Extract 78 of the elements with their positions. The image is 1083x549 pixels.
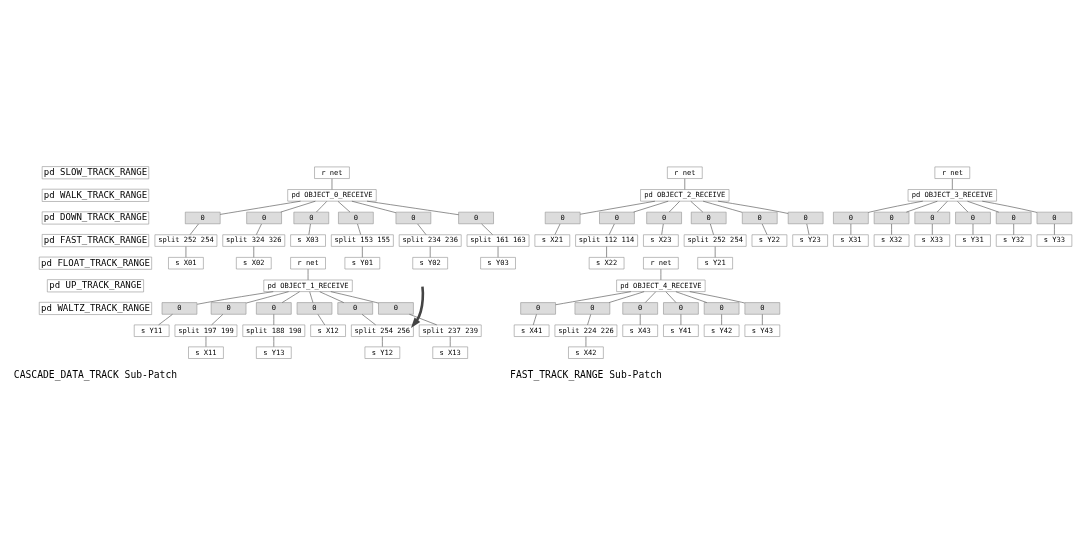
node-box: pd UP_TRACK_RANGE	[47, 279, 144, 293]
connector	[684, 178, 686, 190]
connector	[245, 291, 289, 304]
connector	[273, 314, 275, 326]
connector	[281, 291, 300, 303]
connector	[761, 223, 768, 235]
connector	[931, 223, 933, 235]
connector	[158, 314, 173, 326]
connector	[639, 314, 641, 326]
connector	[806, 223, 810, 235]
connector	[481, 223, 493, 235]
connector	[409, 313, 438, 326]
connector	[981, 200, 1038, 213]
connector	[891, 223, 892, 235]
connector	[710, 223, 714, 235]
connector	[362, 246, 363, 258]
connector	[211, 314, 224, 326]
connector	[532, 314, 537, 326]
connector	[308, 223, 311, 235]
connector	[1054, 223, 1055, 235]
connector	[762, 314, 763, 326]
connector	[608, 223, 615, 235]
connector	[587, 314, 592, 326]
connector	[316, 201, 328, 213]
connector	[189, 223, 199, 235]
connector	[850, 223, 852, 235]
node-box: pd WALTZ_TRACK_RANGE	[38, 301, 152, 315]
connector	[690, 201, 704, 213]
label: CASCADE_DATA_TRACK Sub-Patch	[13, 368, 178, 380]
node-box: pd FLOAT_TRACK_RANGE	[38, 256, 152, 270]
connector	[280, 200, 316, 213]
connector	[645, 291, 656, 303]
connector	[668, 201, 680, 213]
connector	[868, 200, 924, 213]
connector	[717, 200, 789, 214]
connector	[417, 223, 427, 235]
connector	[309, 291, 314, 303]
node-box: pd SLOW_TRACK_RANGE	[41, 166, 150, 180]
connector	[337, 201, 351, 213]
connector	[967, 200, 1000, 213]
connector	[702, 200, 743, 213]
connector	[585, 336, 587, 347]
connector	[1013, 223, 1015, 235]
label: FAST_TRACK_RANGE Sub-Patch	[510, 368, 662, 380]
node-box: pd FAST_TRACK_RANGE	[41, 234, 150, 248]
connector	[957, 201, 969, 213]
connector	[256, 223, 262, 235]
connector	[952, 178, 953, 190]
connector	[196, 291, 274, 305]
connector	[351, 200, 397, 214]
connector	[330, 291, 379, 304]
connector	[253, 246, 255, 258]
connector	[319, 291, 345, 303]
connector	[219, 200, 301, 215]
connector	[661, 223, 664, 235]
connector	[357, 223, 362, 235]
connector	[721, 314, 722, 326]
connector	[680, 314, 682, 326]
connector	[689, 291, 746, 304]
connector	[675, 291, 708, 303]
connector	[449, 336, 451, 347]
connector	[382, 336, 383, 347]
connector	[317, 314, 326, 326]
connector	[361, 314, 376, 326]
node-box: pd WALK_TRACK_RANGE	[41, 188, 150, 202]
connector	[366, 200, 459, 216]
connector	[579, 200, 656, 215]
connector	[555, 291, 632, 306]
node-box: pd DOWN_TRACK_RANGE	[41, 211, 150, 225]
connector	[606, 246, 607, 258]
arrow	[410, 286, 425, 328]
connector	[273, 336, 275, 347]
connector	[665, 291, 677, 303]
connector	[608, 291, 645, 303]
connector	[936, 201, 948, 213]
connector	[554, 223, 561, 235]
connector	[633, 200, 669, 213]
connector	[906, 200, 938, 213]
